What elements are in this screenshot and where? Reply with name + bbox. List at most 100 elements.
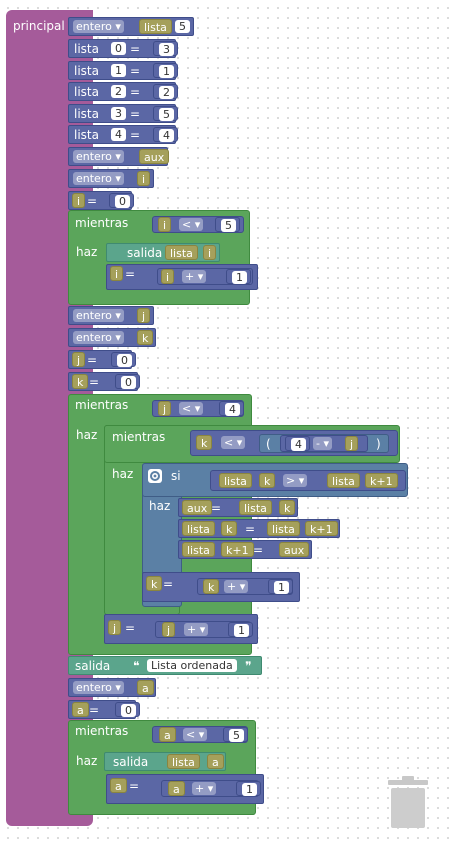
assign-a-block[interactable]: a = 0 bbox=[68, 700, 140, 719]
var-i[interactable]: i bbox=[137, 171, 151, 186]
var-lista[interactable]: lista bbox=[267, 521, 300, 536]
op-dropdown[interactable]: - ▾ bbox=[313, 437, 332, 450]
assign-lista-0[interactable]: lista 0 = 3 bbox=[68, 39, 178, 58]
var-i[interactable]: i bbox=[158, 217, 172, 232]
value-num[interactable]: 1 bbox=[228, 622, 253, 637]
value-num[interactable]: 1 bbox=[226, 269, 251, 284]
add-op[interactable]: a + ▾ 1 bbox=[161, 780, 261, 797]
var-lista[interactable]: lista bbox=[182, 542, 215, 557]
var-a[interactable]: a bbox=[137, 680, 154, 695]
var-k1[interactable]: k+1 bbox=[221, 542, 254, 557]
text-literal[interactable]: Lista ordenada bbox=[147, 659, 237, 672]
value-num[interactable]: 0 bbox=[115, 374, 140, 389]
value-num[interactable]: 4 bbox=[285, 436, 310, 451]
index-field[interactable]: 1 bbox=[111, 64, 126, 77]
declare-k-block[interactable]: entero ▾ k bbox=[68, 328, 156, 347]
var-lista[interactable]: lista bbox=[219, 473, 252, 488]
add-op[interactable]: j + ▾ 1 bbox=[155, 621, 253, 638]
add-op[interactable]: k + ▾ 1 bbox=[197, 578, 293, 595]
index-field[interactable]: 0 bbox=[111, 42, 126, 55]
var-k[interactable]: k bbox=[72, 374, 89, 389]
var-a[interactable]: a bbox=[168, 781, 185, 796]
var-lista[interactable]: lista bbox=[239, 500, 272, 515]
var-a[interactable]: a bbox=[110, 778, 127, 793]
op-dropdown[interactable]: < ▾ bbox=[179, 402, 204, 415]
op-dropdown[interactable]: + ▾ bbox=[182, 270, 207, 283]
var-i[interactable]: i bbox=[110, 266, 124, 281]
declare-lista-block[interactable]: entero ▾ lista 5 bbox=[68, 17, 194, 36]
index-field[interactable]: 2 bbox=[111, 85, 126, 98]
assign-lista-k[interactable]: lista k = lista k+1 bbox=[178, 519, 340, 538]
var-i[interactable]: i bbox=[161, 269, 175, 284]
compare-a-lt-5[interactable]: a < ▾ 5 bbox=[152, 726, 248, 743]
value-num[interactable]: 0 bbox=[111, 352, 136, 367]
increment-j[interactable]: j = j + ▾ 1 bbox=[104, 614, 258, 644]
var-k[interactable]: k bbox=[221, 521, 238, 536]
assign-lista-3[interactable]: lista 3 = 5 bbox=[68, 104, 178, 123]
type-dropdown[interactable]: entero ▾ bbox=[73, 309, 124, 322]
output-lista-i[interactable]: salida lista i bbox=[106, 243, 220, 262]
var-aux[interactable]: aux bbox=[279, 542, 310, 557]
value-num[interactable]: 0 bbox=[109, 193, 134, 208]
index-field[interactable]: 3 bbox=[111, 107, 126, 120]
var-a[interactable]: a bbox=[207, 754, 224, 769]
var-lista[interactable]: lista bbox=[165, 245, 198, 260]
value-num[interactable]: 3 bbox=[153, 41, 178, 56]
declare-j-block[interactable]: entero ▾ j bbox=[68, 306, 154, 325]
var-j[interactable]: j bbox=[72, 352, 86, 367]
value-num[interactable]: 4 bbox=[153, 127, 178, 142]
assign-lista-4[interactable]: lista 4 = 4 bbox=[68, 125, 178, 144]
var-j[interactable]: j bbox=[108, 620, 122, 635]
var-k[interactable]: k bbox=[146, 576, 163, 591]
value-num[interactable]: 1 bbox=[236, 781, 261, 796]
var-a[interactable]: a bbox=[159, 727, 176, 742]
paren-expr[interactable]: ( 4 - ▾ j ) bbox=[259, 434, 389, 453]
op-dropdown[interactable]: + ▾ bbox=[184, 623, 209, 636]
var-lista[interactable]: lista bbox=[167, 754, 200, 769]
assign-k-block[interactable]: k = 0 bbox=[68, 372, 140, 391]
op-dropdown[interactable]: + ▾ bbox=[192, 782, 217, 795]
compare-i-lt-5[interactable]: i < ▾ 5 bbox=[152, 216, 244, 233]
declare-aux-block[interactable]: entero ▾ aux bbox=[68, 147, 170, 166]
var-lista[interactable]: lista bbox=[327, 473, 360, 488]
type-dropdown[interactable]: entero ▾ bbox=[73, 150, 124, 163]
var-k[interactable]: k bbox=[137, 330, 154, 345]
var-k1[interactable]: k+1 bbox=[365, 473, 398, 488]
var-k[interactable]: k bbox=[279, 500, 296, 515]
gear-icon[interactable] bbox=[148, 469, 162, 483]
declare-i-block[interactable]: entero ▾ i bbox=[68, 169, 154, 188]
assign-lista-1[interactable]: lista 1 = 1 bbox=[68, 61, 178, 80]
var-aux[interactable]: aux bbox=[182, 500, 213, 515]
var-i[interactable]: i bbox=[72, 193, 86, 208]
compare-j-lt-4[interactable]: j < ▾ 4 bbox=[152, 400, 244, 417]
var-j[interactable]: j bbox=[158, 401, 172, 416]
var-lista[interactable]: lista bbox=[139, 19, 172, 34]
op-dropdown[interactable]: > ▾ bbox=[283, 474, 308, 487]
var-i[interactable]: i bbox=[203, 245, 217, 260]
sub-op[interactable]: 4 - ▾ j bbox=[280, 435, 368, 452]
compare-k-lt-expr[interactable]: k < ▾ ( 4 - ▾ j ) bbox=[190, 430, 398, 456]
var-j[interactable]: j bbox=[137, 308, 151, 323]
var-j[interactable]: j bbox=[345, 436, 359, 451]
var-lista[interactable]: lista bbox=[182, 521, 215, 536]
op-dropdown[interactable]: + ▾ bbox=[224, 580, 249, 593]
size-field[interactable]: 5 bbox=[175, 20, 190, 33]
var-a[interactable]: a bbox=[72, 702, 89, 717]
add-op[interactable]: i + ▾ 1 bbox=[157, 268, 253, 285]
trash-icon[interactable] bbox=[386, 774, 430, 830]
var-k[interactable]: k bbox=[203, 579, 220, 594]
increment-a[interactable]: a = a + ▾ 1 bbox=[106, 774, 264, 804]
var-j[interactable]: j bbox=[162, 622, 176, 637]
value-num[interactable]: 1 bbox=[268, 579, 293, 594]
declare-a-block[interactable]: entero ▾ a bbox=[68, 678, 156, 697]
value-num[interactable]: 1 bbox=[153, 63, 178, 78]
value-num[interactable]: 2 bbox=[153, 84, 178, 99]
value-num[interactable]: 5 bbox=[223, 727, 248, 742]
assign-j-block[interactable]: j = 0 bbox=[68, 350, 136, 369]
assign-lista-2[interactable]: lista 2 = 2 bbox=[68, 82, 178, 101]
op-dropdown[interactable]: < ▾ bbox=[221, 436, 246, 449]
value-num[interactable]: 0 bbox=[115, 702, 140, 717]
assign-lista-k1[interactable]: lista k+1 = aux bbox=[178, 540, 312, 559]
increment-k[interactable]: k = k + ▾ 1 bbox=[142, 572, 300, 602]
op-dropdown[interactable]: < ▾ bbox=[183, 728, 208, 741]
